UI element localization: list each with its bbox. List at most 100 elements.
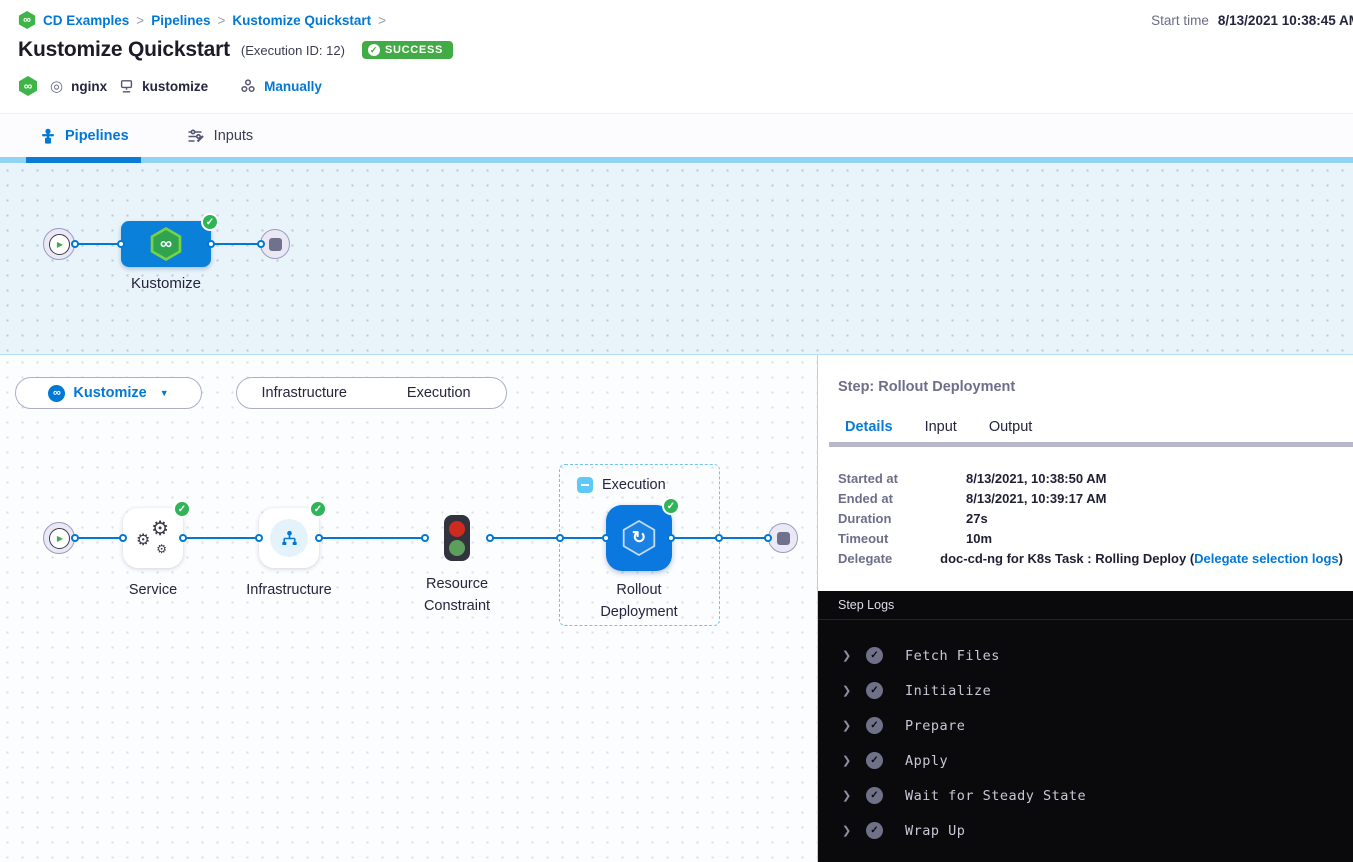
- play-icon: ▶: [49, 528, 70, 549]
- connector-dot: [486, 534, 494, 542]
- stage-execution-canvas[interactable]: ∞ Kustomize ▼ Infrastructure Execution E…: [0, 355, 817, 862]
- step-logs-list: ❯ ✓ Fetch Files ❯ ✓ Initialize ❯ ✓ Prepa…: [818, 620, 1353, 848]
- cd-module-icon: ∞: [18, 76, 38, 96]
- stage-selector-dropdown[interactable]: ∞ Kustomize ▼: [15, 377, 202, 409]
- chevron-right-icon[interactable]: ❯: [842, 684, 854, 697]
- execution-group-header: Execution: [577, 477, 666, 493]
- step-node-label: Rollout Deployment: [589, 579, 689, 624]
- breadcrumb-separator: >: [136, 13, 144, 28]
- chevron-right-icon[interactable]: ❯: [842, 789, 854, 802]
- connector-dot: [257, 240, 265, 248]
- detail-label: Delegate: [838, 551, 940, 566]
- step-node-rollout-deployment[interactable]: ✓ ↻: [606, 505, 672, 571]
- connector-dot: [556, 534, 564, 542]
- connector-dot: [117, 240, 125, 248]
- pipeline-icon: [40, 128, 56, 144]
- step-success-icon: ✓: [173, 500, 191, 518]
- connector-dot: [764, 534, 772, 542]
- stage-selector-label: Kustomize: [73, 385, 146, 401]
- stage-node-label: Kustomize: [111, 275, 221, 292]
- step-success-icon: ✓: [309, 500, 327, 518]
- chevron-right-icon[interactable]: ❯: [842, 824, 854, 837]
- lower-split: ∞ Kustomize ▼ Infrastructure Execution E…: [0, 354, 1353, 862]
- breadcrumb: ∞ CD Examples > Pipelines > Kustomize Qu…: [18, 11, 386, 29]
- stage-node-kustomize[interactable]: ✓ ∞: [121, 221, 211, 267]
- environment-tag: kustomize: [119, 79, 208, 94]
- breadcrumb-separator: >: [378, 13, 386, 28]
- connector-dot: [315, 534, 323, 542]
- infrastructure-icon: [270, 519, 308, 557]
- tab-pipelines[interactable]: Pipelines: [40, 128, 129, 144]
- kustomize-stage-icon: ∞: [149, 227, 183, 261]
- detail-label: Started at: [838, 471, 966, 486]
- step-node-service[interactable]: ✓ ⚙⚙⚙: [123, 508, 183, 568]
- service-icon: ◎: [50, 77, 63, 95]
- chevron-right-icon[interactable]: ❯: [842, 719, 854, 732]
- log-success-icon: ✓: [866, 647, 883, 664]
- log-section-initialize[interactable]: ❯ ✓ Initialize: [818, 673, 1353, 708]
- log-success-icon: ✓: [866, 822, 883, 839]
- toggle-infrastructure[interactable]: Infrastructure: [237, 378, 372, 408]
- trigger-tag-label: Manually: [264, 79, 322, 94]
- step-details-panel: Step: Rollout Deployment Details Input O…: [817, 355, 1353, 862]
- detail-value: doc-cd-ng for K8s Task : Rolling Deploy …: [940, 551, 1343, 566]
- status-badge-label: SUCCESS: [385, 44, 443, 56]
- log-section-apply[interactable]: ❯ ✓ Apply: [818, 743, 1353, 778]
- tab-inputs[interactable]: Inputs: [187, 128, 254, 144]
- log-section-label: Apply: [905, 753, 948, 769]
- detail-row-timeout: Timeout 10m: [838, 528, 1343, 548]
- breadcrumb-kustomize-quickstart[interactable]: Kustomize Quickstart: [232, 13, 371, 28]
- detail-label: Ended at: [838, 491, 966, 506]
- title-row: Kustomize Quickstart (Execution ID: 12) …: [18, 38, 453, 62]
- toggle-execution[interactable]: Execution: [372, 378, 507, 408]
- cd-stage-icon: ∞: [48, 385, 65, 402]
- step-node-resource-constraint[interactable]: [444, 515, 470, 561]
- traffic-light-green: [449, 540, 465, 556]
- panel-resize-handle[interactable]: [829, 442, 1353, 447]
- detail-row-duration: Duration 27s: [838, 508, 1343, 528]
- detail-label: Timeout: [838, 531, 966, 546]
- trigger-icon: [240, 78, 256, 94]
- log-section-prepare[interactable]: ❯ ✓ Prepare: [818, 708, 1353, 743]
- chevron-right-icon[interactable]: ❯: [842, 649, 854, 662]
- breadcrumb-separator: >: [217, 13, 225, 28]
- traffic-light-red: [449, 521, 465, 537]
- breadcrumb-cd-examples[interactable]: CD Examples: [43, 13, 129, 28]
- inputs-icon: [187, 128, 205, 144]
- connector-dot: [255, 534, 263, 542]
- log-section-label: Fetch Files: [905, 648, 1000, 664]
- connector-dot: [715, 534, 723, 542]
- step-node-infrastructure[interactable]: ✓: [259, 508, 319, 568]
- trigger-tag[interactable]: Manually: [240, 78, 322, 94]
- status-badge: ✓ SUCCESS: [362, 41, 453, 59]
- log-section-label: Initialize: [905, 683, 991, 699]
- connector-dot: [207, 240, 215, 248]
- chevron-right-icon[interactable]: ❯: [842, 754, 854, 767]
- connector-dot: [602, 534, 610, 542]
- delegate-selection-logs-link[interactable]: Delegate selection logs: [1194, 551, 1339, 566]
- step-node-label: Service: [113, 579, 193, 601]
- service-tag: ◎ nginx: [50, 77, 107, 95]
- collapse-icon[interactable]: [577, 477, 593, 493]
- stop-icon: [269, 238, 282, 251]
- start-time-value: 8/13/2021 10:38:45 AM: [1218, 13, 1353, 28]
- log-section-label: Wait for Steady State: [905, 788, 1086, 804]
- log-section-fetch-files[interactable]: ❯ ✓ Fetch Files: [818, 638, 1353, 673]
- connector-line: [183, 537, 261, 539]
- connector-dot: [667, 534, 675, 542]
- execution-group-label: Execution: [602, 477, 666, 493]
- detail-row-ended-at: Ended at 8/13/2021, 10:39:17 AM: [838, 488, 1343, 508]
- detail-value: 8/13/2021, 10:39:17 AM: [966, 491, 1106, 506]
- pipeline-graph-canvas[interactable]: ▶ ✓ ∞ Kustomize: [0, 163, 1353, 354]
- view-toggle: Infrastructure Execution: [236, 377, 507, 409]
- environment-icon: [119, 79, 134, 94]
- connector-dot: [71, 534, 79, 542]
- log-success-icon: ✓: [866, 787, 883, 804]
- step-logs-panel: Step Logs ❯ ✓ Fetch Files ❯ ✓ Initialize…: [818, 591, 1353, 862]
- log-section-wait-for-steady-state[interactable]: ❯ ✓ Wait for Steady State: [818, 778, 1353, 813]
- execution-end-node: [768, 523, 798, 553]
- log-success-icon: ✓: [866, 682, 883, 699]
- log-success-icon: ✓: [866, 752, 883, 769]
- breadcrumb-pipelines[interactable]: Pipelines: [151, 13, 210, 28]
- log-section-wrap-up[interactable]: ❯ ✓ Wrap Up: [818, 813, 1353, 848]
